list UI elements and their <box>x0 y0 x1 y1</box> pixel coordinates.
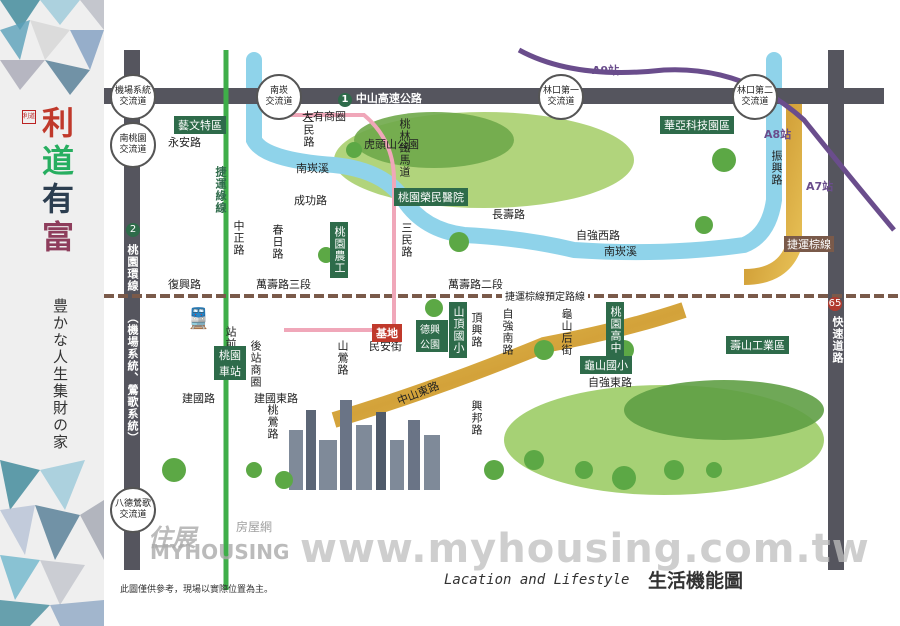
interchange-linkou1[interactable]: 林口第一 交流道 <box>538 74 584 120</box>
interchange-label: 林口第一 交流道 <box>542 86 579 107</box>
watermark-brand: MYHOUSING <box>150 540 290 564</box>
landmark-shoushan-industrial[interactable]: 壽山工業區 <box>726 336 789 354</box>
road-minan: 民安街 <box>369 340 402 353</box>
expressway-badge-wrap: 65 <box>828 296 842 311</box>
brand-slogan: 豊かな人生集財の家 <box>51 298 69 451</box>
road-sanmin-left: 三民路 <box>302 112 315 148</box>
road-taoying: 桃鶯路 <box>266 404 279 440</box>
landmark-taoyuan-high[interactable]: 桃園高中 <box>606 302 624 358</box>
road-guishan-hou: 龜山后街 <box>560 308 573 356</box>
freeway-2-badge-wrap: 2 <box>126 222 140 237</box>
guishan-hill-dark <box>624 380 824 440</box>
mrt-a7-label: A7站 <box>806 180 834 193</box>
watermark-url: www.myhousing.com.tw <box>300 526 870 572</box>
freeway-1-name: 中山高速公路 <box>355 92 422 105</box>
mrt-brown-label: 捷運棕線 <box>784 236 834 252</box>
road-wanshou2: 萬壽路二段 <box>448 278 503 291</box>
caption-chinese: 生活機能圖 <box>648 570 744 592</box>
road-zhenxing: 振興路 <box>770 150 783 186</box>
freeway-1-label: 1 中山高速公路 <box>338 90 422 107</box>
road-jianguo-east: 建國東路 <box>254 392 298 405</box>
mrt-a9-label: A9站 <box>592 64 620 77</box>
watermark-logo: 住展 <box>148 524 196 552</box>
landmark-art-district[interactable]: 藝文特區 <box>174 116 226 134</box>
interchange-airport[interactable]: 機場系統 交流道 <box>110 74 156 120</box>
expressway-badge: 65 <box>828 297 842 311</box>
road-dingxing: 頂興路 <box>470 312 483 348</box>
road-shanying: 山鶯路 <box>336 340 349 376</box>
expressway-label: 快速道路 <box>831 316 844 364</box>
area-zhanhou: 後站商圈 <box>249 340 262 388</box>
landmark-guishan-elem[interactable]: 龜山國小 <box>580 356 632 374</box>
interchange-label: 八德鶯歌 交流道 <box>114 499 151 520</box>
landmark-site[interactable]: 基地 <box>372 324 402 342</box>
road-changshou: 長壽路 <box>492 208 525 221</box>
road-wanshou3: 萬壽路三段 <box>256 278 311 291</box>
landmark-taoyuan-agri[interactable]: 桃園農工 <box>330 222 348 278</box>
brand-char: 利 <box>41 104 74 142</box>
brand-char: 富 <box>41 218 74 256</box>
mrt-airport-line <box>517 47 896 232</box>
city-buildings <box>289 400 440 490</box>
freeway-2-badge: 2 <box>126 223 140 237</box>
nankan-river <box>246 52 782 261</box>
interchange-linkou2[interactable]: 林口第二 交流道 <box>732 74 778 120</box>
geometric-pattern <box>0 0 104 626</box>
area-dayou: 大有商圈 <box>302 110 346 123</box>
location-map: 機場系統 交流道 南崁 交流道 林口第一 交流道 林口第二 交流道 南桃園 交流… <box>104 0 900 626</box>
road-network <box>104 47 900 590</box>
river-label-lower: 南崁溪 <box>604 245 637 258</box>
mrt-green-label: 捷運綠線 <box>214 166 227 214</box>
brand-seal: 利道 <box>22 110 36 124</box>
road-fuxing: 復興路 <box>168 278 201 291</box>
road-chunri: 春日路 <box>271 224 284 260</box>
brand-char: 道 <box>41 142 74 180</box>
river-label-upper: 南崁溪 <box>296 162 329 175</box>
landmark-taoyuan-station[interactable]: 桃園車站 <box>214 346 246 380</box>
rail-trail: 桃林鐵馬道 <box>398 118 411 178</box>
road-jianguo: 建國路 <box>182 392 215 405</box>
freeway-2-sub: （機場系統、鶯歌系統） <box>126 312 139 444</box>
brand-name: 利 道 有 富 <box>38 104 78 256</box>
interchange-label: 機場系統 交流道 <box>114 86 151 107</box>
freeway-1-badge: 1 <box>338 93 352 107</box>
interchange-label: 南崁 交流道 <box>265 86 293 107</box>
interchange-south-taoyuan[interactable]: 南桃園 交流道 <box>110 122 156 168</box>
freeway-2-label: 桃園環線 <box>126 244 139 292</box>
landmark-hutoushan[interactable]: 虎頭山公園 <box>364 138 419 151</box>
landmark-veterans-hospital[interactable]: 桃園榮民醫院 <box>394 188 468 206</box>
brand-char: 有 <box>41 180 74 218</box>
mrt-a8-label: A8站 <box>764 128 792 141</box>
landmark-shanding-elem[interactable]: 山頂國小 <box>449 302 467 358</box>
interchange-bade[interactable]: 八德鶯歌 交流道 <box>110 487 156 533</box>
road-xingbang: 興邦路 <box>470 400 483 436</box>
road-sanmin-right: 三民路 <box>400 222 413 258</box>
road-chenggong: 成功路 <box>294 194 327 207</box>
road-ziqiang-west: 自強西路 <box>576 229 620 242</box>
interchange-nankan[interactable]: 南崁 交流道 <box>256 74 302 120</box>
road-ziqiang-south: 自強南路 <box>501 308 514 356</box>
caption-english: Lacation and Lifestyle <box>444 572 630 588</box>
brand-sidebar: 利道 利 道 有 富 豊かな人生集財の家 <box>0 0 104 626</box>
interchange-label: 南桃園 交流道 <box>119 134 147 155</box>
landmark-huaya[interactable]: 華亞科技園區 <box>660 116 734 134</box>
watermark-tag: 房屋網 <box>236 520 273 534</box>
mrt-brown-planned-label: 捷運棕線預定路線 <box>502 288 588 303</box>
landmark-dexing-park[interactable]: 德興公園 <box>416 320 448 352</box>
interchange-label: 林口第二 交流道 <box>736 86 773 107</box>
road-ziqiang-east: 自強東路 <box>588 376 632 389</box>
road-zhongzheng: 中正路 <box>232 220 245 256</box>
road-yongan: 永安路 <box>168 136 201 149</box>
disclaimer: 此圖僅供參考，現場以實際位置為主。 <box>120 585 274 595</box>
pink-rail <box>284 113 396 332</box>
train-icon: 🚆 <box>186 306 211 330</box>
